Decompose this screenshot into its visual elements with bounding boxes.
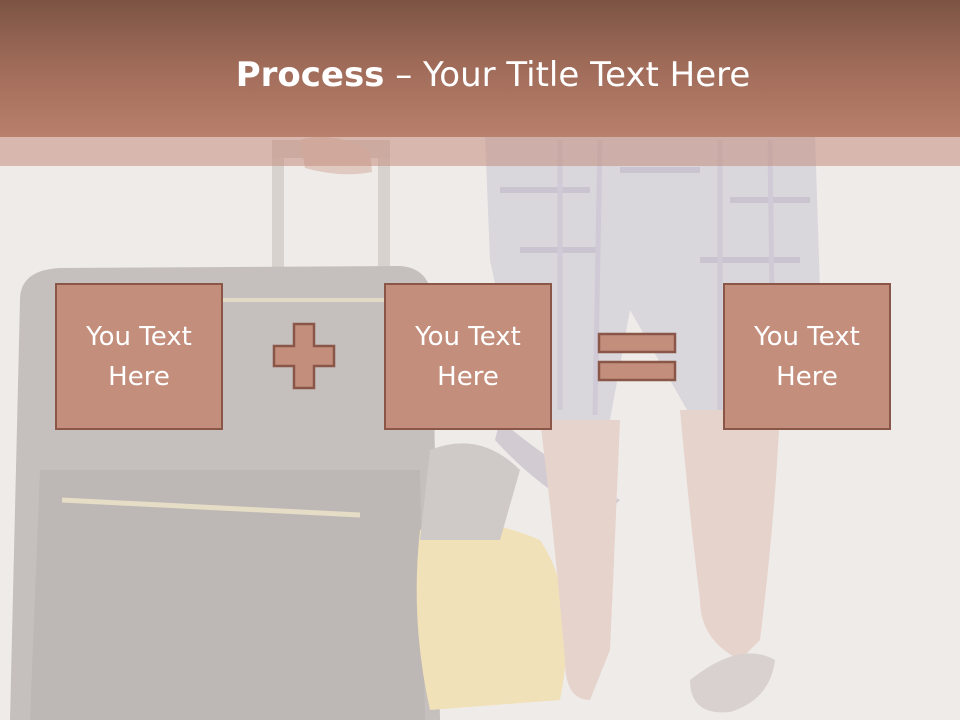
plus-icon	[272, 322, 336, 390]
title-bold: Process	[235, 55, 385, 95]
process-box-1-label: You Text Here	[86, 321, 192, 392]
process-box-2[interactable]: You Text Here	[384, 283, 552, 430]
title-bar-strip	[0, 137, 960, 166]
process-box-1[interactable]: You Text Here	[55, 283, 223, 430]
process-box-2-label: You Text Here	[415, 321, 521, 392]
page-title: Process – Your Title Text Here	[0, 52, 960, 98]
title-bar	[0, 0, 960, 137]
process-box-3[interactable]: You Text Here	[723, 283, 891, 430]
title-rest: – Your Title Text Here	[384, 55, 751, 95]
equals-icon	[597, 332, 677, 382]
process-box-3-label: You Text Here	[754, 321, 860, 392]
